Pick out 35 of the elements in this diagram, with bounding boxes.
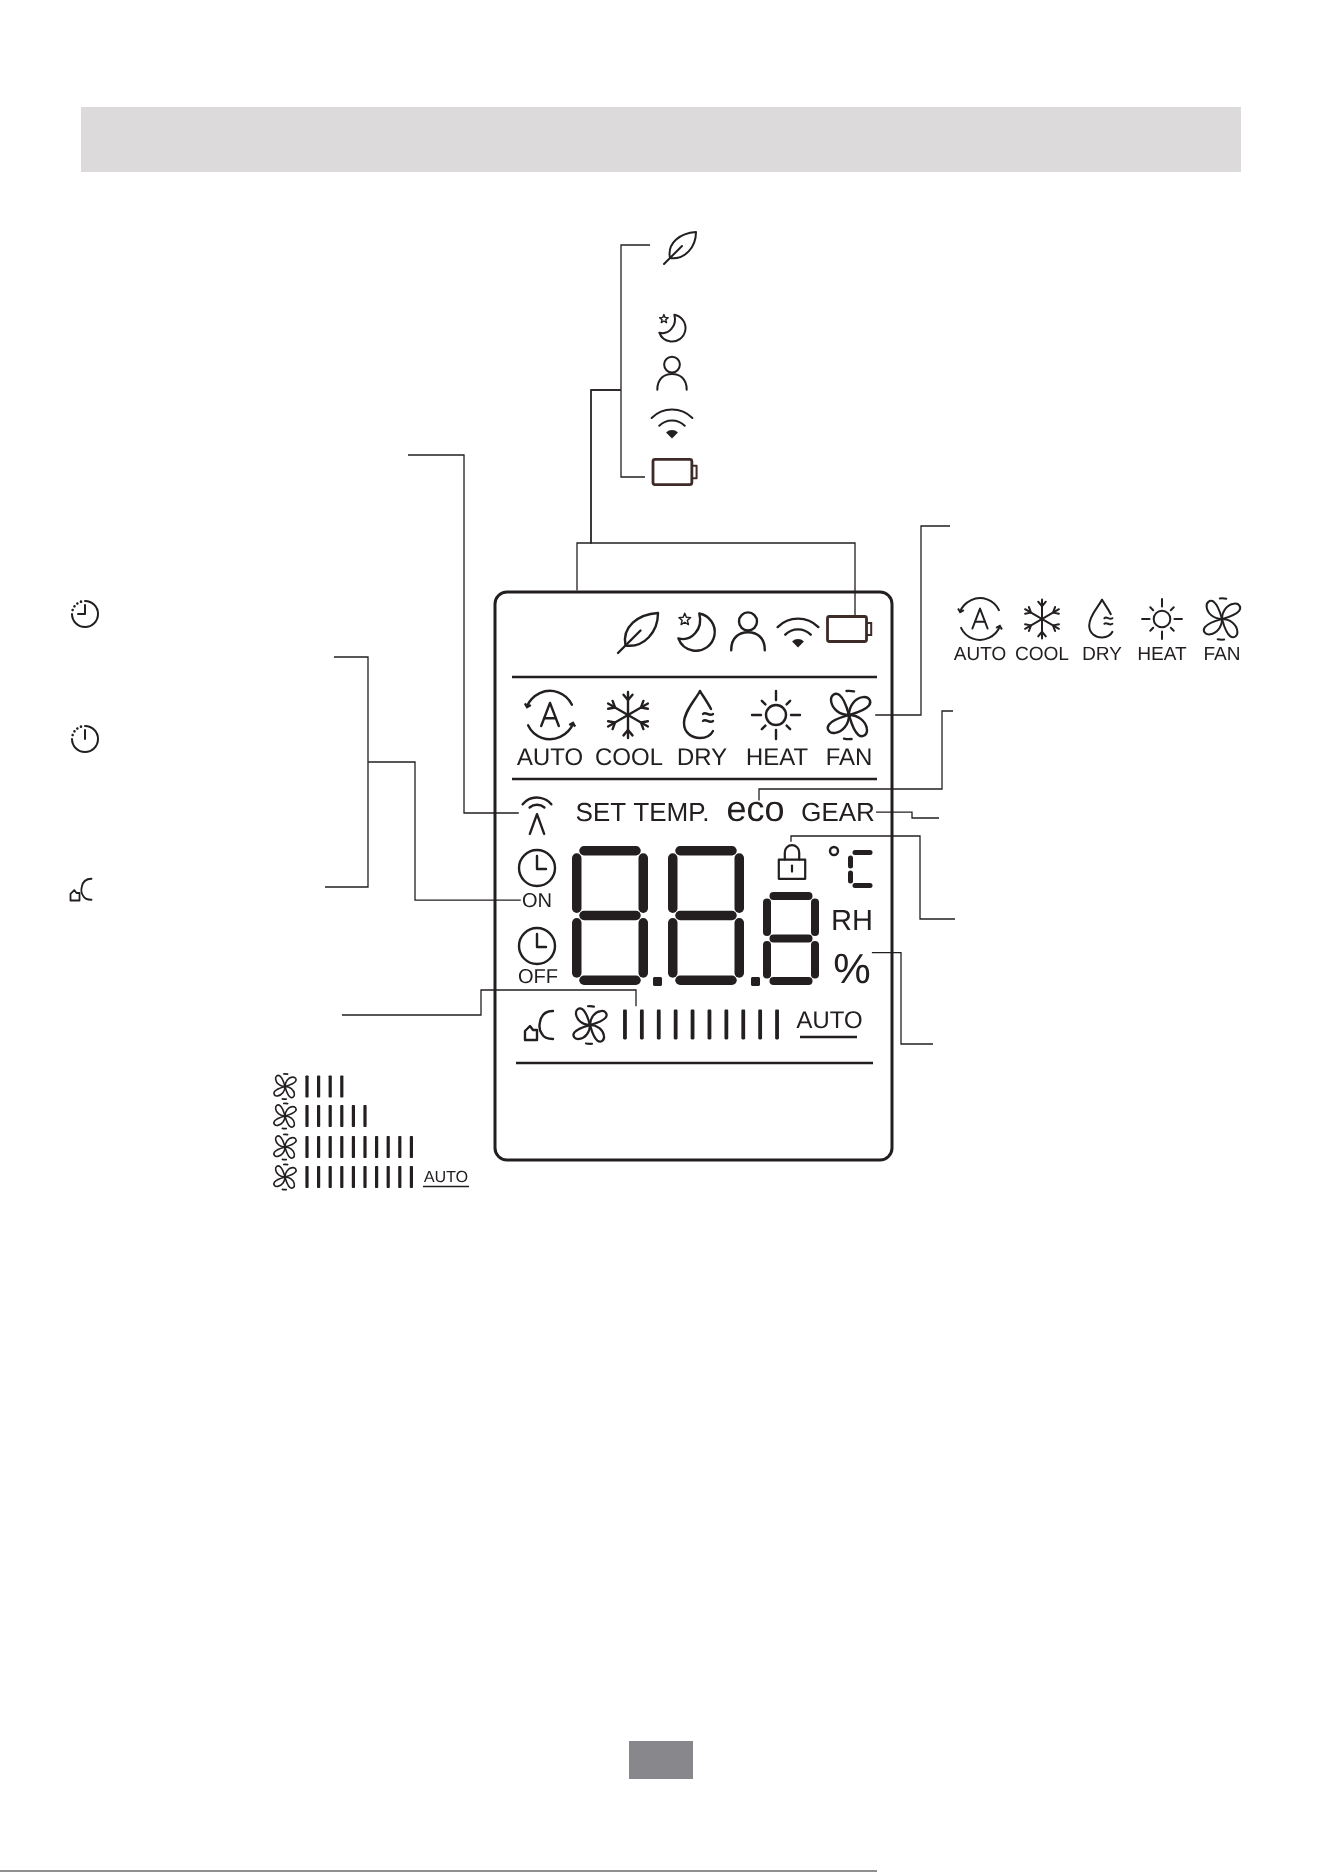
rh-label: RH: [833, 910, 871, 930]
leader-line: [758, 710, 954, 802]
signal-icon: [521, 796, 553, 836]
auto-label: AUTO: [796, 1011, 862, 1039]
gear-label: GEAR: [802, 802, 874, 822]
mode-label: AUTO: [953, 646, 1006, 661]
eco-label: eco: [728, 801, 783, 822]
on-label: ON: [522, 893, 551, 908]
bracket: [324, 656, 369, 888]
leader-line: [407, 454, 520, 814]
percent-sign: %: [834, 953, 870, 984]
mode-label: HEAT: [1138, 646, 1187, 660]
mode-label: DRY: [1083, 646, 1122, 660]
leader-line: [590, 389, 856, 616]
lcd-screen: [493, 590, 894, 1162]
mode-label: DRY: [678, 748, 727, 765]
mode-label: FAN: [1205, 646, 1239, 660]
leader-line: [871, 952, 934, 1045]
bracket: [620, 244, 651, 478]
leader-line: [367, 761, 522, 901]
mode-label: COOL: [596, 748, 663, 766]
leader-line: [875, 811, 940, 819]
battery-icon: [826, 615, 873, 643]
off-label: OFF: [518, 969, 558, 984]
speed-level-indicator: [623, 1009, 779, 1040]
mode-label: HEAT: [747, 748, 808, 765]
mode-label: COOL: [1016, 646, 1069, 661]
fan-icon: [826, 689, 872, 741]
lock-icon: [777, 844, 807, 880]
mode-label: AUTO: [516, 748, 582, 766]
leader-line: [341, 989, 637, 1016]
set-temp-label: SET TEMP.: [576, 802, 708, 822]
auto-label: AUTO: [422, 1170, 470, 1188]
leader-line: [874, 525, 951, 716]
leader-line: [790, 835, 956, 920]
